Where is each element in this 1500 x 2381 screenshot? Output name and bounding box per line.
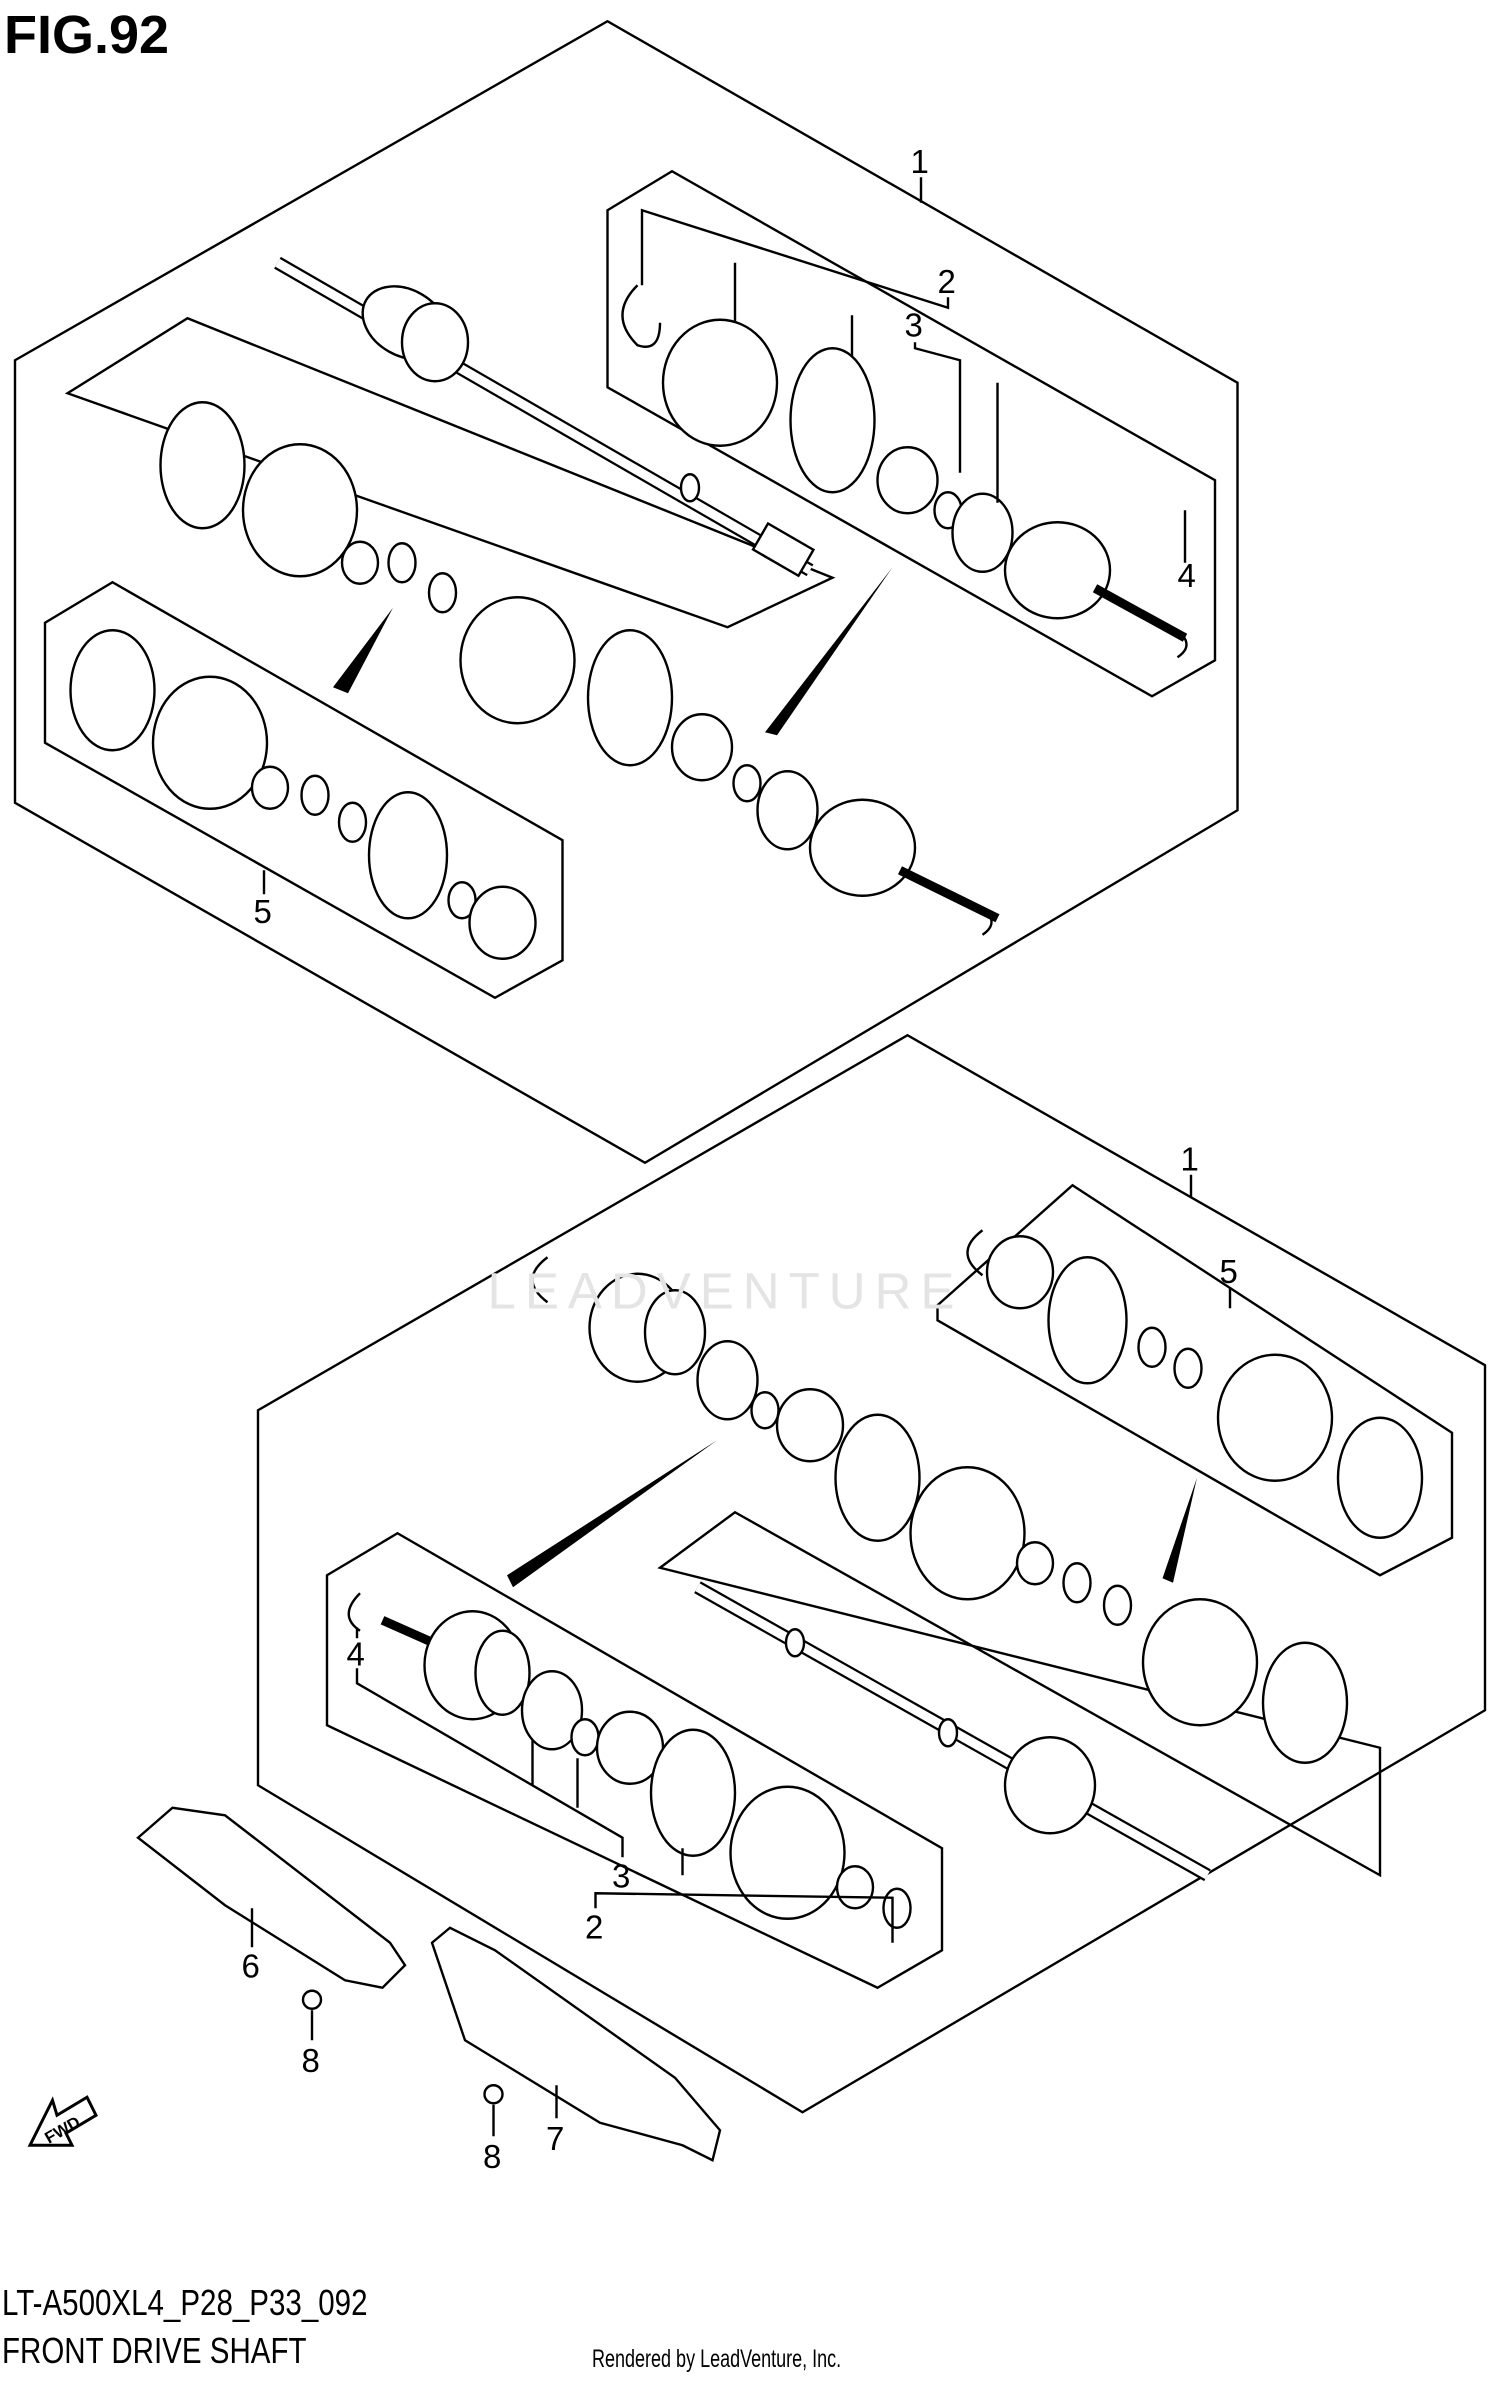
- top-assembly: 1 2 3 4 5: [13, 19, 1239, 1165]
- callout-4: 4: [347, 1635, 365, 1672]
- top-joint-box: [606, 169, 1217, 698]
- top-drive-shaft: [274, 256, 816, 578]
- callout-5: 5: [1220, 1253, 1238, 1290]
- rendered-by-credit: Rendered by LeadVenture, Inc.: [592, 2345, 842, 2373]
- top-callouts: 1 2 3 4 5: [254, 143, 1196, 930]
- section-name: FRONT DRIVE SHAFT: [2, 2330, 307, 2371]
- bottom-joint-box: [325, 1531, 944, 1990]
- top-boot-parts: [159, 401, 1000, 936]
- callout-3: 3: [612, 1857, 630, 1894]
- figure-title: FIG.92: [4, 5, 170, 65]
- bottom-drive-shaft: [694, 1581, 1211, 1882]
- top-joint-parts: [621, 284, 1188, 659]
- top-shaft-box: [64, 316, 836, 629]
- model-code: LT-A500XL4_P28_P33_092: [2, 2282, 368, 2323]
- fwd-arrow-icon: FWD: [27, 2095, 98, 2148]
- guard-left: [136, 1806, 407, 1990]
- callout-2: 2: [585, 1908, 603, 1945]
- callout-5: 5: [254, 893, 272, 930]
- bottom-shaft-box: [657, 1510, 1382, 1878]
- bottom-assembly-frame: [256, 1033, 1487, 2114]
- bottom-bootset-box: [936, 1183, 1454, 1577]
- callout-1: 1: [911, 143, 929, 180]
- callout-2: 2: [938, 263, 956, 300]
- top-bootset-parts: [69, 629, 537, 960]
- bottom-joint-parts: [347, 1592, 912, 1929]
- bottom-assembly: 1 5 4 3 2 6 8 7 8: [136, 1033, 1487, 2175]
- callout-8: 8: [302, 2042, 320, 2079]
- guard-right: [430, 1926, 722, 2162]
- drive-shaft-guards: [136, 1806, 722, 2162]
- watermark: LEADVENTURE: [488, 1262, 964, 1319]
- bottom-callouts: 1 5 4 3 2 6 8 7 8: [242, 1140, 1238, 2175]
- callout-7: 7: [546, 2120, 564, 2157]
- top-assembly-frame: [13, 19, 1239, 1165]
- callout-1: 1: [1181, 1140, 1199, 1177]
- bolt-left-icon: [301, 1989, 323, 2010]
- callout-4: 4: [1178, 557, 1196, 594]
- callout-6: 6: [242, 1947, 260, 1984]
- bottom-bootset-parts: [966, 1229, 1424, 1539]
- top-bootset-box: [43, 580, 564, 1000]
- callout-3: 3: [905, 306, 923, 343]
- bolt-right-icon: [483, 2084, 504, 2105]
- bottom-upper-parts: [507, 1256, 1349, 1764]
- callout-8: 8: [483, 2138, 501, 2175]
